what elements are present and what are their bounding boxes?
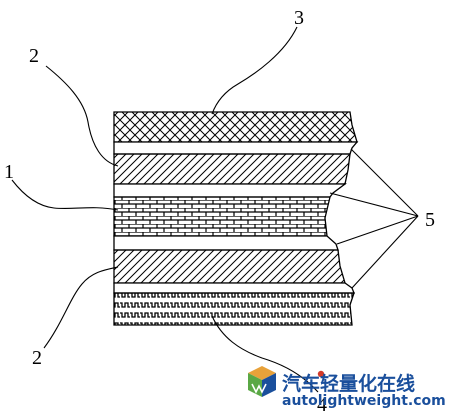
leader-3 [211,26,298,115]
layer-5-blank-2 [113,183,347,198]
layer-3-crosshatch [113,111,358,143]
leader-5c [336,215,419,245]
callout-3: 3 [294,7,304,29]
layer-2-upper-diagonal [113,153,351,185]
leader-5a [350,148,419,217]
layer-stack [113,111,359,326]
callout-2-bottom: 2 [32,347,42,369]
logo-mark-lw [251,383,267,394]
leader-5d [351,215,419,289]
logo-red-dot [317,370,325,378]
callout-2-top: 2 [29,45,39,67]
callout-4: 4 [317,394,327,415]
layer-2-lower-diagonal [113,249,346,284]
logo-cube-right [262,373,276,397]
watermark-chinese: 汽车轻量化在线 [282,372,415,395]
layer-1-brick [113,196,331,237]
leader-lines [11,26,419,393]
callout-1: 1 [4,161,14,183]
layer-5-blank-4 [113,282,355,294]
leader-4 [211,315,319,393]
layer-4-castellated [113,292,355,326]
callout-5: 5 [425,209,435,231]
watermark-logo [248,366,325,397]
leader-2-top [45,65,119,167]
layer-5-blank-1 [113,141,359,155]
layer-5-blank-3 [113,235,339,251]
logo-cube-left [248,373,262,397]
watermark-url: autolightweight.com [282,393,446,409]
leader-5b [329,192,419,217]
leader-1 [11,179,119,211]
leader-2-bottom [43,266,119,349]
